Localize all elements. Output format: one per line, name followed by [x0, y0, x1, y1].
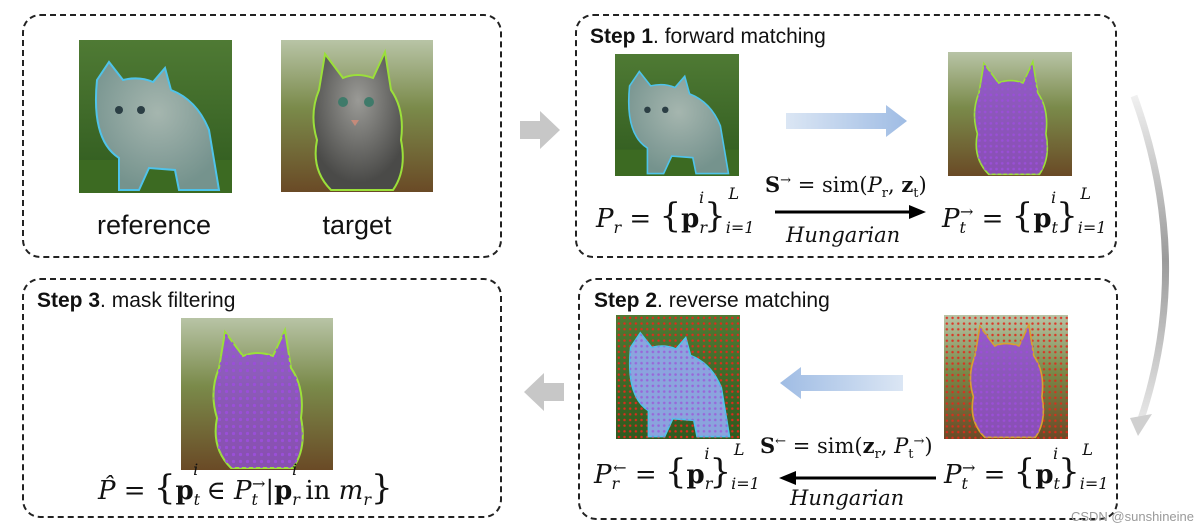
step1-sim-formula: S→ = sim(Pr, zt) — [765, 172, 927, 201]
step2-title: Step 2. reverse matching — [594, 289, 830, 313]
step1-reference-image — [615, 54, 739, 176]
watermark: CSDN @sunshineine — [1071, 509, 1194, 524]
step1-hungarian-label: Hungarian — [786, 223, 900, 247]
step2-hungarian-label: Hungarian — [790, 486, 904, 510]
step3-title: Step 3. mask filtering — [37, 289, 235, 313]
step2-pr-reverse-set: Pr← = {pri}i=1L — [594, 452, 744, 493]
step1-pr-set: Pr = {pri}i=1L — [596, 196, 739, 237]
step2-sim-formula: S← = sim(zr, Pt→) — [760, 433, 933, 462]
reference-image — [79, 40, 232, 193]
step2-match-arrow — [778, 469, 936, 487]
step2-title-rest: . reverse matching — [657, 289, 830, 312]
block-arrow-right-icon — [518, 108, 562, 152]
step1-match-arrow — [775, 203, 927, 221]
curved-arrow-down-icon — [1130, 92, 1190, 442]
step3-title-rest: . mask filtering — [100, 289, 235, 312]
step3-title-bold: Step 3 — [37, 289, 100, 312]
step1-pt-set: Pt→ = {pti}i=1L — [942, 196, 1091, 237]
step2-reference-image — [616, 315, 740, 439]
gradient-arrow-left-icon — [779, 366, 903, 400]
gradient-arrow-right-icon — [786, 104, 908, 138]
step1-target-image — [948, 52, 1072, 176]
reference-caption: reference — [74, 210, 234, 241]
target-caption: target — [277, 210, 437, 241]
step3-filtered-image — [181, 318, 333, 470]
step2-pt-set: Pt→ = {pti}i=1L — [944, 452, 1093, 493]
step1-title-rest: . forward matching — [653, 25, 826, 48]
step1-title-bold: Step 1 — [590, 25, 653, 48]
step3-filter-formula: P̂ = {pti ∈ Pt→|pri in mr} — [98, 468, 393, 509]
step1-title: Step 1. forward matching — [590, 25, 826, 49]
block-arrow-left-icon — [522, 370, 566, 414]
step2-title-bold: Step 2 — [594, 289, 657, 312]
step2-target-image — [944, 315, 1068, 439]
target-image — [281, 40, 433, 192]
